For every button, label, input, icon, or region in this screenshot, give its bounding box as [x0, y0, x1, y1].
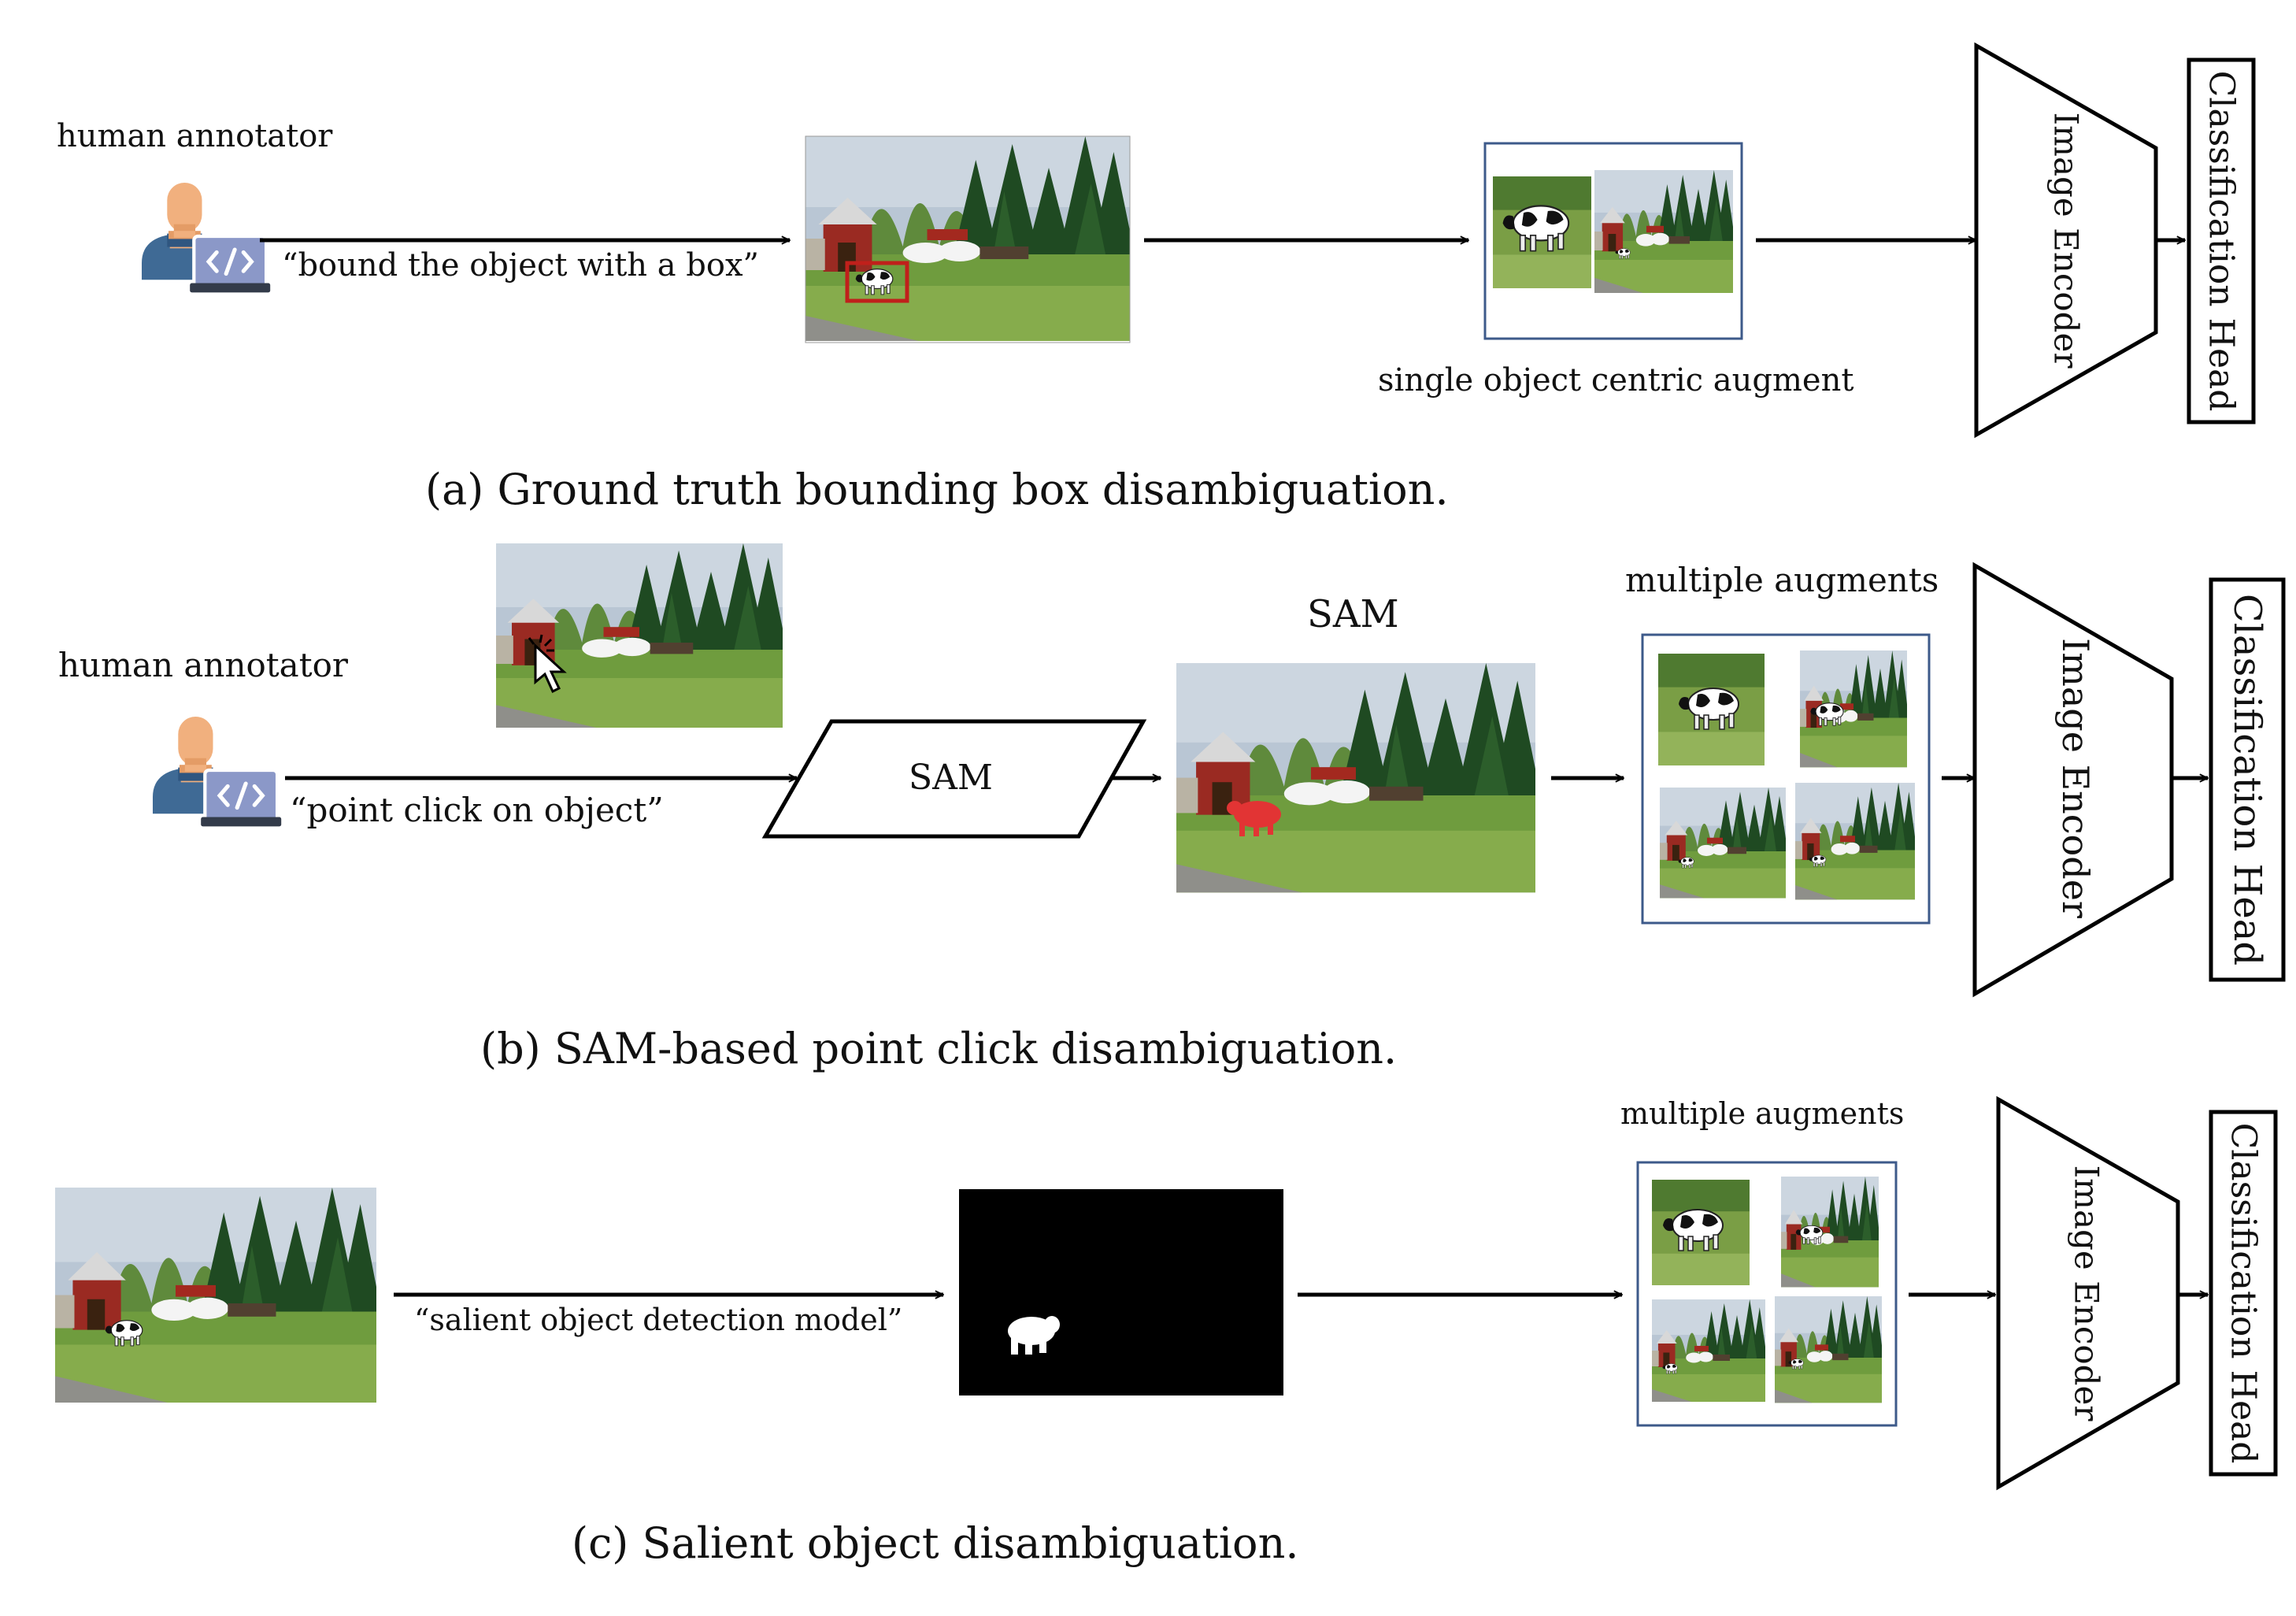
- augment-cow-crop: [1493, 176, 1591, 288]
- classification-head-box: [2187, 57, 2256, 424]
- classification-head-box-c: [2209, 1110, 2278, 1477]
- row-b: [153, 543, 2286, 998]
- augment-b-4: [1795, 783, 1915, 900]
- row-c: [55, 1095, 2278, 1491]
- ground-truth-bounding-box: [845, 261, 909, 303]
- classification-head-label-b: Classification Head: [2225, 593, 2269, 966]
- image-encoder-label-c: Image Encoder: [2067, 1165, 2106, 1421]
- human-annotator-icon: [142, 183, 270, 292]
- input-image-frame: [805, 135, 1131, 343]
- classification-head-box-b: [2209, 577, 2286, 982]
- input-image: [805, 136, 1130, 341]
- augment-label-b: multiple augments: [1625, 561, 1939, 599]
- augment-c-2: [1781, 1177, 1879, 1288]
- input-image-c: [55, 1188, 376, 1403]
- augment-label-a: single object centric augment: [1378, 362, 1854, 398]
- human-annotator-icon-b: [153, 717, 281, 826]
- click-preview-image: [496, 543, 783, 728]
- action-label-b: “point click on object”: [290, 791, 664, 829]
- sam-parallelogram: [761, 719, 1147, 839]
- image-encoder-shape-c: [1996, 1095, 2180, 1491]
- image-encoder-label-a: Image Encoder: [2046, 112, 2086, 369]
- image-encoder-label-b: Image Encoder: [2054, 638, 2097, 918]
- human-annotator-label-b: human annotator: [58, 646, 348, 684]
- augment-b-2: [1800, 650, 1907, 768]
- augment-b-3: [1660, 788, 1786, 899]
- saliency-map: [959, 1189, 1283, 1395]
- row-a: [142, 42, 2256, 439]
- augment-b-1: [1658, 654, 1765, 765]
- augment-c-3: [1652, 1299, 1765, 1402]
- saliency-blob: [1008, 1316, 1060, 1355]
- cursor-click-icon: [528, 634, 567, 694]
- caption-b: (b) SAM-based point click disambiguation…: [480, 1024, 1398, 1073]
- sam-box-label: SAM: [909, 758, 993, 798]
- classification-head-label-c: Classification Head: [2223, 1122, 2264, 1464]
- sam-mask: [1227, 801, 1281, 836]
- augment-label-c: multiple augments: [1620, 1096, 1905, 1131]
- sam-output-image: [1176, 663, 1535, 893]
- classification-head-label-a: Classification Head: [2201, 70, 2242, 412]
- caption-c: (c) Salient object disambiguation.: [572, 1518, 1299, 1568]
- image-encoder-shape: [1974, 42, 2158, 439]
- caption-a: (a) Ground truth bounding box disambigua…: [425, 465, 1449, 514]
- action-label-c: “salient object detection model”: [414, 1303, 903, 1337]
- sam-output-label: SAM: [1307, 592, 1399, 636]
- augment-c-1: [1652, 1180, 1750, 1285]
- augment-c-4: [1775, 1296, 1882, 1403]
- augment-full-scene: [1594, 170, 1733, 293]
- human-annotator-label-a: human annotator: [57, 118, 333, 154]
- image-encoder-shape-b: [1972, 562, 2174, 998]
- action-label-a: “bound the object with a box”: [282, 247, 759, 284]
